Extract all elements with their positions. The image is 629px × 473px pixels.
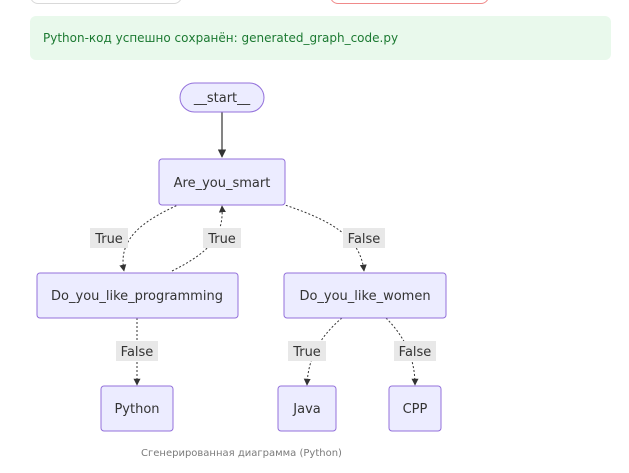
svg-text:Do_you_like_programming: Do_you_like_programming (51, 289, 223, 304)
edge-label-programming-to-python: False (116, 341, 158, 361)
edge-label-smart-to-programming: True (90, 228, 128, 248)
edge-are-you-smart-to-programming (119, 203, 181, 272)
node-do-you-like-women[interactable]: Do_you_like_women (283, 272, 447, 319)
svg-text:False: False (399, 345, 432, 360)
edge-are-you-smart-to-women (281, 203, 367, 272)
node-cpp[interactable]: CPP (388, 385, 442, 432)
node-start[interactable]: __start__ (179, 82, 265, 113)
edge-label-women-to-java: True (288, 341, 326, 361)
svg-text:Are_you_smart: Are_you_smart (174, 176, 271, 191)
svg-text:CPP: CPP (403, 402, 428, 417)
svg-text:True: True (94, 232, 123, 247)
svg-text:False: False (121, 345, 154, 360)
node-are-you-smart[interactable]: Are_you_smart (158, 158, 286, 206)
svg-text:__start__: __start__ (193, 91, 251, 106)
svg-text:Java: Java (292, 402, 320, 417)
success-alert: Python-код успешно сохранён: generated_g… (30, 16, 611, 60)
diagram-caption: Сгенерированная диаграмма (Python) (141, 448, 342, 459)
svg-text:Python: Python (114, 402, 159, 417)
edge-label-smart-to-women: False (343, 228, 385, 248)
edge-women-to-cpp (385, 317, 419, 386)
svg-text:False: False (348, 232, 381, 247)
edge-label-women-to-cpp: False (394, 341, 436, 361)
node-python[interactable]: Python (100, 385, 174, 432)
node-java[interactable]: Java (277, 385, 337, 432)
svg-text:Do_you_like_women: Do_you_like_women (299, 289, 430, 304)
node-do-you-like-programming[interactable]: Do_you_like_programming (36, 272, 239, 319)
svg-text:True: True (207, 232, 236, 247)
svg-text:True: True (292, 345, 321, 360)
success-alert-text: Python-код успешно сохранён: generated_g… (43, 31, 399, 45)
edge-label-programming-to-smart: True (203, 228, 241, 248)
